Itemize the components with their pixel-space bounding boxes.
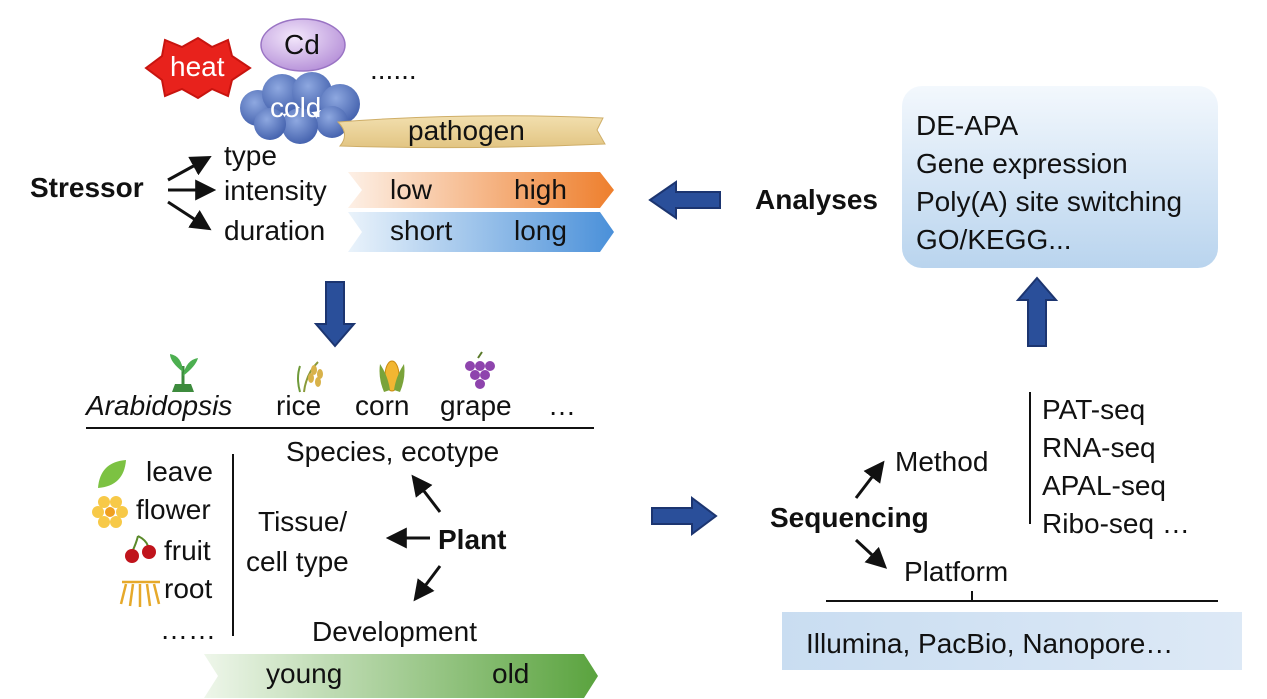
method-item: APAL-seq (1042, 470, 1166, 501)
analyses-title: Analyses (755, 184, 878, 215)
platforms-list: Illumina, PacBio, Nanopore… (806, 628, 1174, 659)
development-gradient-arrow (204, 654, 598, 698)
development-label: Development (312, 616, 477, 647)
pathogen-shape (336, 115, 606, 149)
arrow-to-species (411, 474, 442, 513)
platform-label: Platform (904, 556, 1009, 587)
arrow-stressor-to-plant (313, 281, 357, 348)
flower-icon (92, 496, 128, 528)
intensity-gradient-arrow (348, 172, 614, 208)
species-grape: grape (440, 390, 512, 421)
more-stressors: ...... (370, 54, 417, 85)
seedling-icon (170, 354, 198, 392)
tissue-leave: leave (146, 456, 213, 487)
stressor-type: type (224, 140, 277, 171)
tissue-label: Tissue/ (258, 506, 348, 537)
arrow-to-platform (854, 538, 888, 569)
arrow-sequencing-to-analyses (1015, 276, 1059, 347)
stressor-title: Stressor (30, 172, 144, 203)
stressor-duration: duration (224, 215, 326, 246)
cell-type-label: cell type (246, 546, 349, 577)
arrow-to-method (854, 460, 885, 499)
cd-label: Cd (284, 29, 320, 60)
method-item: Ribo-seq … (1042, 508, 1190, 539)
root-icon (119, 580, 161, 607)
method-item: PAT-seq (1042, 394, 1146, 425)
species-corn: corn (355, 390, 410, 421)
arrow-to-duration (167, 200, 212, 231)
arrow-plant-to-sequencing (651, 496, 718, 536)
plant-title: Plant (438, 524, 507, 555)
species-ecotype-label: Species, ecotype (286, 436, 500, 467)
cd-shape (260, 18, 346, 72)
rice-icon (297, 361, 323, 393)
duration-long: long (514, 215, 567, 246)
species-arabidopsis: Arabidopsis (86, 390, 233, 421)
development-young: young (266, 658, 343, 689)
species-more: … (548, 390, 576, 421)
arrow-to-development (413, 565, 442, 602)
corn-icon (379, 360, 405, 392)
analyses-panel (902, 86, 1218, 268)
sequencing-title: Sequencing (770, 502, 929, 533)
grape-icon (465, 351, 495, 389)
arrow-to-type (167, 155, 212, 182)
cold-label: cold (270, 92, 322, 123)
duration-short: short (390, 215, 453, 246)
analysis-item: GO/KEGG... (916, 224, 1072, 255)
stressor-intensity: intensity (224, 175, 327, 206)
tissue-root: root (164, 573, 213, 604)
method-item: RNA-seq (1042, 432, 1156, 463)
cold-cloud-shape (240, 72, 360, 144)
intensity-low: low (390, 174, 433, 205)
tissue-more: …… (160, 614, 216, 645)
heat-shape (144, 36, 252, 100)
heat-label: heat (170, 51, 225, 82)
leaf-icon (98, 460, 126, 488)
analysis-item: Poly(A) site switching (916, 186, 1183, 217)
development-old: old (492, 658, 530, 689)
analysis-item: DE-APA (916, 110, 1019, 141)
intensity-high: high (514, 174, 567, 205)
analysis-item: Gene expression (916, 148, 1128, 179)
species-rice: rice (276, 390, 322, 421)
duration-gradient-arrow (348, 212, 614, 252)
method-label: Method (895, 446, 989, 477)
arrow-analyses-to-stressor (648, 180, 721, 220)
tissue-flower: flower (136, 494, 211, 525)
tissue-fruit: fruit (164, 535, 211, 566)
cherry-icon (125, 535, 156, 563)
pathogen-label: pathogen (408, 115, 525, 146)
platforms-panel (782, 612, 1242, 670)
